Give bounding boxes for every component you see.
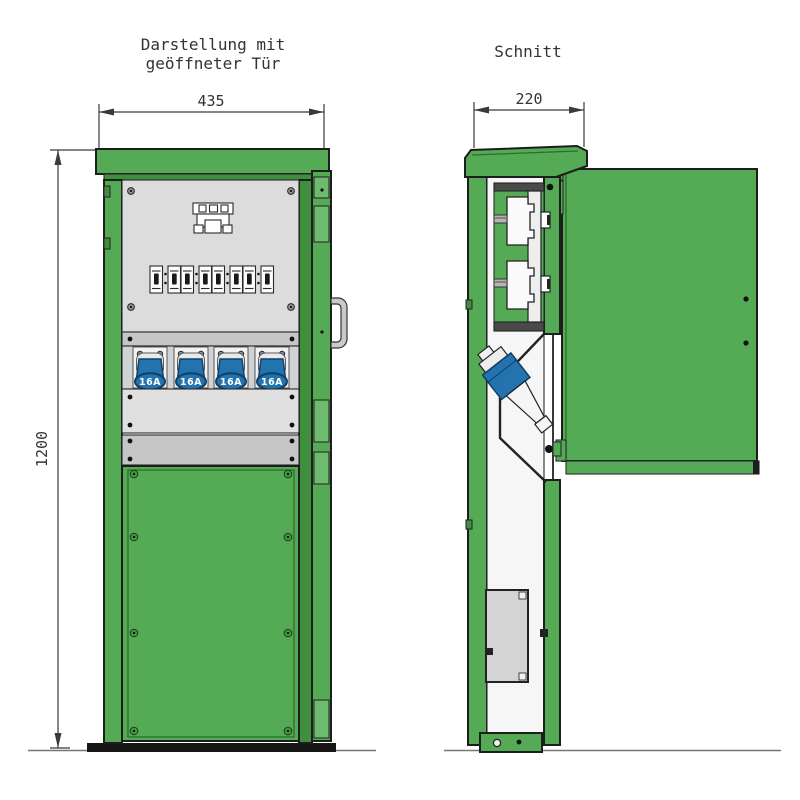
- door-bottom-lip: [565, 460, 760, 475]
- door-panel: [561, 168, 758, 462]
- cee-socket-2: 16A: [173, 346, 209, 391]
- front-panel-edge: [527, 190, 542, 323]
- blank-panel-upper: [121, 388, 300, 434]
- front-view: Darstellung mit geöffneter Tür 435 1200: [28, 35, 376, 752]
- socket-niche: [477, 333, 562, 483]
- section-view-title: Schnitt: [494, 42, 561, 61]
- door-handle-screw: [743, 340, 749, 346]
- front-wall-upper: [543, 176, 561, 335]
- base-plate: [87, 743, 336, 752]
- mcb-module: [211, 265, 226, 294]
- door-hinge-4: [313, 451, 330, 485]
- cee-socket-4: 16A: [254, 346, 290, 391]
- front-wall-lower: [543, 479, 561, 746]
- cabinet-roof-cap: [95, 148, 330, 175]
- main-switch: [192, 202, 234, 234]
- hinge-pin-top: [546, 183, 554, 191]
- socket-rating-label: 16A: [261, 377, 283, 388]
- door-frame-strip: [298, 179, 313, 744]
- left-frame: [103, 179, 123, 744]
- mcb-toggle: [172, 273, 177, 285]
- door-hinge-1: [313, 176, 330, 199]
- mcb-module: [167, 265, 182, 294]
- dimension-height-1200: 1200: [33, 149, 95, 749]
- mcb-row: [149, 265, 275, 294]
- breaker-profile-2: [493, 260, 551, 310]
- mcb-toggle: [265, 273, 270, 285]
- separator-strip: [121, 331, 300, 347]
- roof-shadow-strip: [103, 173, 322, 181]
- breaker-panel: [121, 179, 300, 333]
- front-view-title-line2: geöffneter Tür: [146, 54, 281, 73]
- mcb-module: [198, 265, 213, 294]
- cover-screws: [129, 469, 293, 736]
- door-hinge-2: [313, 205, 330, 243]
- cee-socket-side: [477, 345, 554, 434]
- anchor-hole: [492, 738, 502, 748]
- blank-panel-lower: [121, 434, 300, 466]
- cee-socket-1: 16A: [132, 346, 168, 391]
- mcb-toggle: [247, 273, 252, 285]
- section-view: Schnitt 220: [444, 42, 781, 753]
- height-dim-label: 1200: [33, 431, 51, 467]
- section-roof-cap: [464, 144, 588, 178]
- mcb-module: [229, 265, 244, 294]
- mcb-toggle: [154, 273, 159, 285]
- mcb-module: [149, 265, 164, 294]
- mounting-rail-bottom: [493, 321, 545, 332]
- cable-compartment-box: [485, 589, 548, 683]
- pillar-section: [465, 176, 562, 753]
- opened-door-section: [547, 168, 760, 475]
- door-hinge-3: [313, 399, 330, 443]
- dimension-width-435: 435: [98, 92, 325, 149]
- mcb-module: [260, 265, 275, 294]
- front-view-title-line1: Darstellung mit: [141, 35, 286, 54]
- door-handle-screw: [743, 296, 749, 302]
- breaker-profile-1: [493, 196, 551, 246]
- lower-cover-panel: [121, 465, 300, 742]
- mcb-toggle: [234, 273, 239, 285]
- dimension-depth-220: 220: [473, 90, 585, 148]
- mcb-module: [242, 265, 257, 294]
- socket-panel: 16A 16A 16A: [121, 345, 300, 391]
- door-hinge-5: [313, 699, 330, 739]
- base-foot: [479, 732, 543, 753]
- socket-rating-label: 16A: [220, 377, 242, 388]
- din-terminal: [493, 214, 508, 224]
- rear-wall: [467, 176, 488, 746]
- socket-rating-label: 16A: [180, 377, 202, 388]
- mcb-toggle: [185, 273, 190, 285]
- socket-rating-label: 16A: [139, 377, 161, 388]
- door-handle: [330, 297, 348, 349]
- width-dim-label: 435: [197, 92, 224, 110]
- mcb-module: [180, 265, 195, 294]
- mounting-rail-top: [493, 182, 545, 192]
- mcb-toggle: [216, 273, 221, 285]
- lock-pin: [545, 445, 553, 453]
- din-terminal: [493, 278, 508, 288]
- cabinet-front: [95, 148, 348, 744]
- niche-panel-line: [498, 333, 547, 483]
- breaker-section-zone: [493, 182, 554, 332]
- mcb-toggle: [203, 273, 208, 285]
- depth-dim-label: 220: [515, 90, 542, 108]
- cee-socket-3: 16A: [213, 346, 249, 391]
